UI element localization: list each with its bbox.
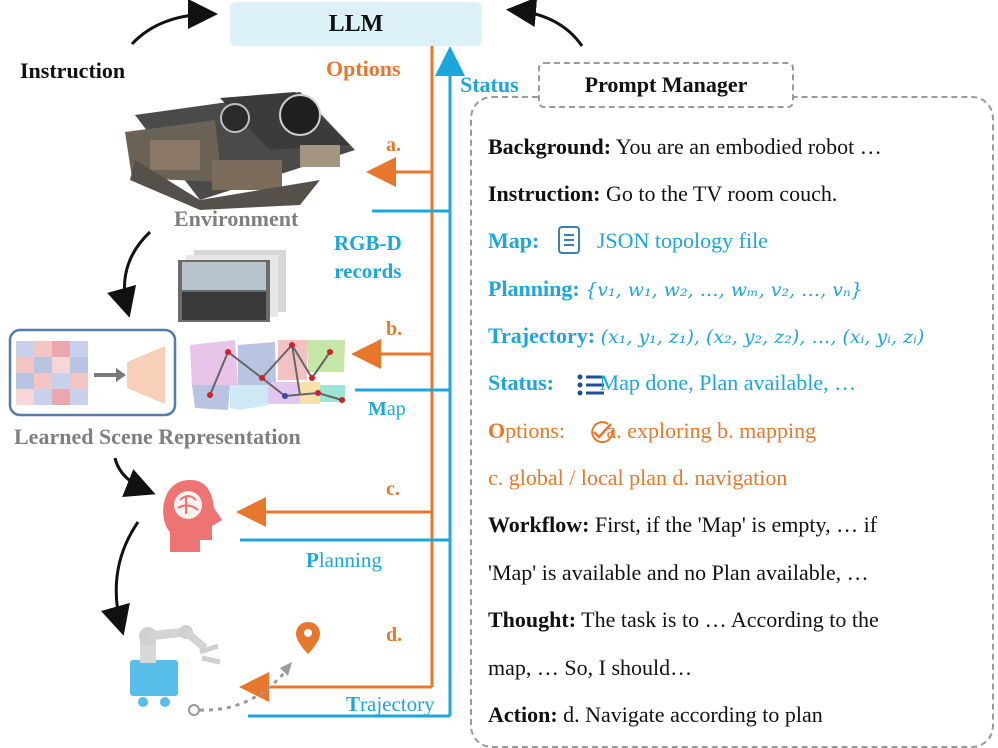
planner-to-robot-arrow (101, 521, 140, 636)
pm-options-value1: a. exploring b. mapping (606, 418, 817, 443)
pm-workflow-value2: 'Map' is available and no Plan available… (488, 560, 869, 585)
instruction-label: Instruction (20, 58, 126, 83)
pm-options-value2: c. global / local plan d. navigation (488, 465, 788, 490)
pm-options-line2: c. global / local plan d. navigation (488, 465, 787, 491)
pm-trajectory-key: Trajectory: (488, 323, 596, 348)
map-label-initial: M (368, 398, 387, 420)
pm-instruction-value: Go to the TV room couch. (605, 181, 838, 206)
llm-box: LLM (230, 2, 482, 46)
brain-head-icon (163, 480, 222, 552)
prompt-manager-to-llm-arrow (506, 0, 584, 47)
step-d-label: d. (386, 624, 403, 646)
document-icon (558, 226, 580, 254)
status-label: Status (460, 72, 519, 97)
pm-action-value: d. Navigate according to plan (563, 702, 823, 727)
rgbd-line2: records (334, 259, 402, 283)
rgbd-records-label: RGB-D records (334, 229, 402, 285)
pm-status-value: Map done, Plan available, … (599, 370, 857, 395)
pm-workflow-value1: First, if the 'Map' is empty, … if (594, 512, 878, 537)
trajectory-path (199, 671, 287, 712)
pm-thought-line: Thought: The task is to … According to t… (488, 607, 879, 633)
list-icon (577, 374, 604, 396)
pm-instruction-key: Instruction: (488, 181, 601, 206)
pm-background-line: Background: You are an embodied robot … (488, 134, 882, 160)
pm-background-key: Background: (488, 134, 612, 159)
options-label: Options (326, 56, 401, 81)
topology-map-image (190, 340, 345, 410)
pm-action-line: Action: d. Navigate according to plan (488, 702, 823, 728)
planning-label-initial: P (306, 548, 319, 572)
location-pin-icon (296, 622, 320, 654)
pm-background-value: You are an embodied robot … (615, 134, 882, 159)
feature-grid (16, 341, 88, 405)
pm-options-key: ptions: (505, 418, 566, 443)
trajectory-start-dot (188, 704, 200, 716)
trajectory-label-initial: T (346, 692, 361, 716)
check-circle-icon (591, 421, 614, 444)
rgbd-line1: RGB-D (334, 231, 402, 255)
pm-trajectory-line: Trajectory: (x₁, y₁, z₁), (x₂, y₂, z₂), … (488, 323, 924, 349)
learned-scene-box (8, 328, 177, 417)
instruction-to-llm-arrow (130, 0, 218, 46)
env-to-scene-arrow (107, 230, 152, 318)
decoder-shape (127, 346, 165, 404)
pm-thought-line2: map, … So, I should… (488, 655, 692, 681)
step-c-label: c. (386, 478, 400, 500)
pm-options-line: Options: a. exploring b. mapping (488, 418, 816, 444)
pm-workflow-key: Workflow: (488, 512, 590, 537)
map-label-rest: ap (386, 398, 406, 420)
learned-scene-label: Learned Scene Representation (14, 424, 301, 449)
prompt-manager-title: Prompt Manager (538, 62, 794, 108)
pm-planning-line: Planning: {v₁, w₁, w₂, …, wₘ, v₂, …, vₙ} (488, 276, 863, 302)
rgbd-records-image (178, 250, 286, 322)
pm-thought-value2: map, … So, I should… (488, 655, 693, 680)
robot-arm-icon (130, 625, 221, 707)
pm-map-value: JSON topology file (596, 228, 768, 253)
environment-label: Environment (174, 206, 299, 231)
trajectory-label-rest: rajectory (360, 692, 435, 716)
pm-workflow-line2: 'Map' is available and no Plan available… (488, 560, 869, 586)
scene-to-planner-arrow (113, 457, 156, 498)
pm-action-key: Action: (488, 702, 558, 727)
pm-thought-value1: The task is to … According to the (581, 607, 879, 632)
pm-status-line: Status: Map done, Plan available, … (488, 370, 856, 396)
pm-planning-value: {v₁, w₁, w₂, …, wₘ, v₂, …, vₙ} (585, 279, 863, 301)
environment-scan-image (125, 92, 355, 210)
step-b-label: b. (386, 318, 403, 340)
llm-label: LLM (328, 10, 384, 37)
planning-label-rest: lanning (318, 548, 382, 572)
step-a-label: a. (386, 134, 401, 156)
pm-instruction-line: Instruction: Go to the TV room couch. (488, 181, 837, 207)
trajectory-label: Trajectory (346, 692, 435, 717)
map-label: Map (368, 398, 406, 421)
pm-trajectory-value: (x₁, y₁, z₁), (x₂, y₂, z₂), …, (xᵢ, yᵢ, … (600, 326, 925, 348)
pm-planning-key: Planning: (488, 276, 580, 301)
pm-thought-key: Thought: (488, 607, 577, 632)
pm-workflow-line: Workflow: First, if the 'Map' is empty, … (488, 512, 877, 538)
pm-map-line: Map: JSON topology file (488, 228, 768, 254)
planning-label: Planning (306, 548, 382, 573)
pm-map-key: Map: (488, 228, 540, 253)
pm-status-key: Status: (488, 370, 555, 395)
pm-options-initial: O (488, 418, 506, 443)
